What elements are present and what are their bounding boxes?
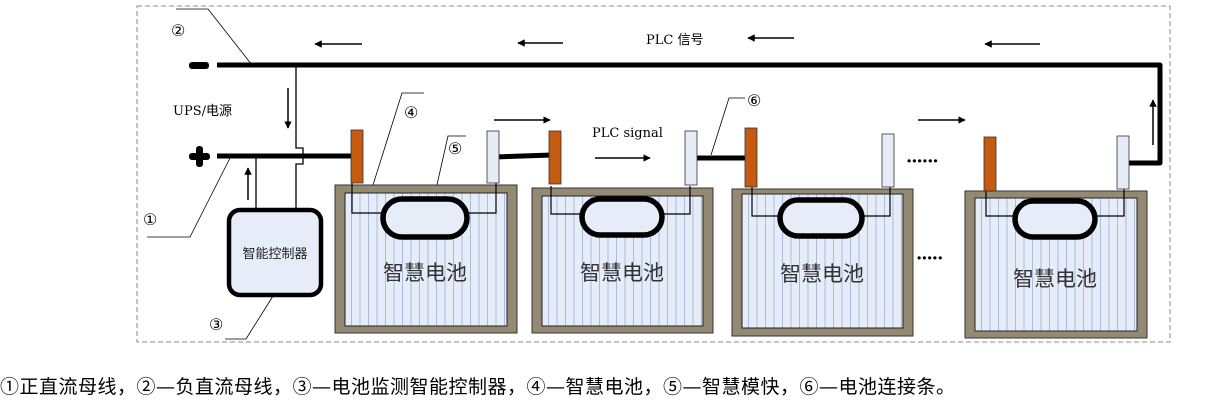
minus-sign-icon xyxy=(189,62,209,69)
battery-label: 智慧电池 xyxy=(580,261,664,285)
plc-signal-en-label: PLC signal xyxy=(592,126,663,141)
negative-dc-bus xyxy=(189,62,1163,166)
svg-text:④: ④ xyxy=(404,103,418,122)
callout-3: ③ xyxy=(209,295,274,340)
smart-battery: 智慧电池 xyxy=(964,189,1148,339)
negative-terminal xyxy=(1116,135,1130,190)
battery-label: 智慧电池 xyxy=(383,261,467,285)
callout-2: ② xyxy=(171,8,253,66)
smart-module xyxy=(380,196,470,240)
smart-module xyxy=(777,197,865,239)
battery-label: 智慧电池 xyxy=(780,262,864,286)
positive-terminal xyxy=(983,136,997,192)
plc-signal-cn-label: PLC 信号 xyxy=(646,33,703,48)
negative-terminal xyxy=(881,133,895,188)
positive-terminal xyxy=(744,127,758,188)
callout-5: ⑤ xyxy=(433,135,466,199)
smart-module xyxy=(579,196,665,238)
positive-terminal xyxy=(350,129,364,184)
battery-label: 智慧电池 xyxy=(1013,267,1097,291)
ellipsis-mid: ····· xyxy=(916,248,942,269)
dashed-frame xyxy=(136,5,1171,343)
svg-text:①: ① xyxy=(143,210,157,229)
svg-text:⑤: ⑤ xyxy=(448,139,462,158)
battery-connection-bar xyxy=(491,152,555,160)
svg-text:③: ③ xyxy=(209,315,223,334)
smart-battery: 智慧电池 xyxy=(731,187,914,337)
positive-dc-bus xyxy=(189,146,352,167)
smart-battery: 智慧电池 xyxy=(334,183,518,334)
controller-wires xyxy=(255,67,304,210)
negative-terminal xyxy=(684,130,698,186)
positive-terminal xyxy=(548,130,562,185)
negative-terminal xyxy=(486,130,500,184)
smart-battery: 智慧电池 xyxy=(531,186,714,334)
svg-text:⑥: ⑥ xyxy=(747,91,761,110)
smart-controller: 智能控制器 xyxy=(226,207,324,298)
smart-module xyxy=(1012,198,1098,240)
svg-text:②: ② xyxy=(171,21,185,40)
callout-1: ① xyxy=(143,157,231,238)
plus-sign-icon xyxy=(189,146,210,167)
callout-4: ④ xyxy=(372,92,424,186)
battery-system-diagram: PLC 信号 PLC signal UPS/电源 ······ ····· ② … xyxy=(136,5,1171,343)
ups-power-label: UPS/电源 xyxy=(173,104,232,119)
controller-label: 智能控制器 xyxy=(242,247,307,262)
figure-caption: ①正直流母线，②—负直流母线，③—电池监测智能控制器，④—智慧电池，⑤—智慧模快… xyxy=(0,376,956,398)
callout-6: ⑥ xyxy=(710,91,761,156)
ellipsis-top: ······ xyxy=(906,151,938,172)
